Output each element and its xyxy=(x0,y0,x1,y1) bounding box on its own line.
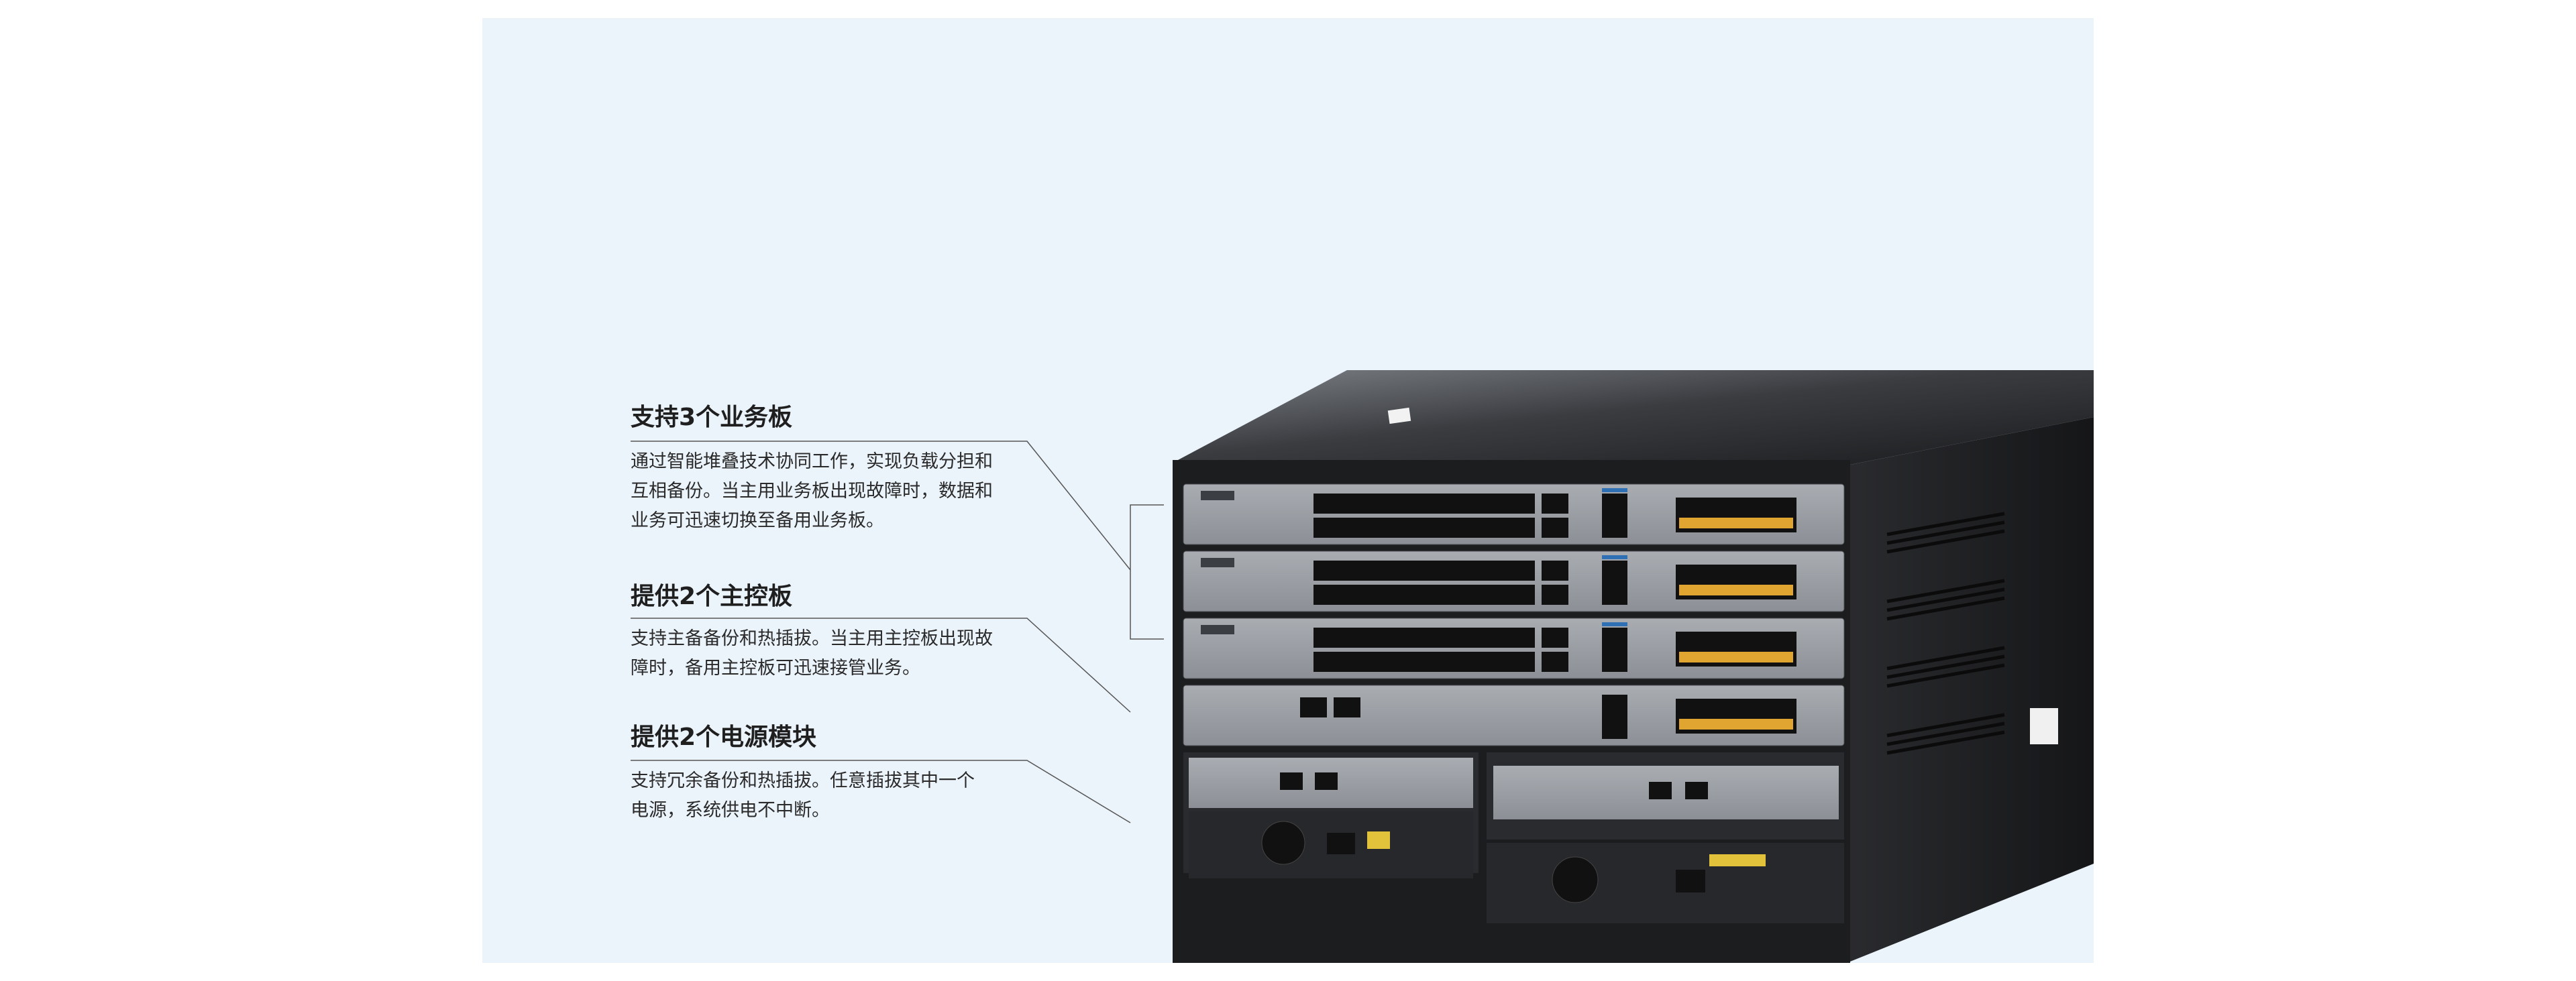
service-board-2 xyxy=(1183,551,1845,612)
side-vents xyxy=(1886,512,2005,755)
switch-chassis-image xyxy=(1173,370,2094,963)
service-board-3 xyxy=(1183,618,1845,679)
service-board-4 xyxy=(1183,685,1845,746)
feature-desc-service-boards: 通过智能堆叠技术协同工作，实现负载分担和 互相备份。当主用业务板出现故障时，数据… xyxy=(631,447,993,536)
desc-line: 业务可迅速切换至备用业务板。 xyxy=(631,510,884,531)
callout-line-power xyxy=(631,760,1131,823)
callout-line-control xyxy=(631,618,1131,713)
power-module-1 xyxy=(1189,811,1473,878)
feature-desc-power-modules: 支持冗余备份和热插拔。任意插拔其中一个 电源，系统供电不中断。 xyxy=(631,766,975,825)
feature-title-service-boards: 支持3个业务板 xyxy=(631,404,793,431)
desc-line: 障时，备用主控板可迅速接管业务。 xyxy=(631,658,920,679)
side-warning-label xyxy=(2030,708,2058,744)
callout-lines xyxy=(631,441,1164,823)
desc-line: 互相备份。当主用业务板出现故障时，数据和 xyxy=(631,481,993,502)
callout-bracket xyxy=(1130,504,1164,640)
desc-line: 通过智能堆叠技术协同工作，实现负载分担和 xyxy=(631,451,993,472)
service-board-1 xyxy=(1183,483,1845,545)
callout-line-service xyxy=(631,441,1131,571)
power-module-2 xyxy=(1487,843,1844,923)
feature-title-power-modules: 提供2个电源模块 xyxy=(631,724,817,751)
feature-title-control-boards: 提供2个主控板 xyxy=(631,583,793,610)
chassis-top xyxy=(1178,370,2094,465)
desc-line: 支持主备备份和热插拔。当主用主控板出现故 xyxy=(631,628,993,649)
desc-line: 支持冗余备份和热插拔。任意插拔其中一个 xyxy=(631,770,975,791)
control-board-2 xyxy=(1487,752,1844,840)
chassis-side xyxy=(1847,417,2094,963)
top-label-sticker xyxy=(1387,407,1411,424)
desc-line: 电源，系统供电不中断。 xyxy=(631,800,830,821)
feature-desc-control-boards: 支持主备备份和热插拔。当主用主控板出现故 障时，备用主控板可迅速接管业务。 xyxy=(631,624,993,683)
